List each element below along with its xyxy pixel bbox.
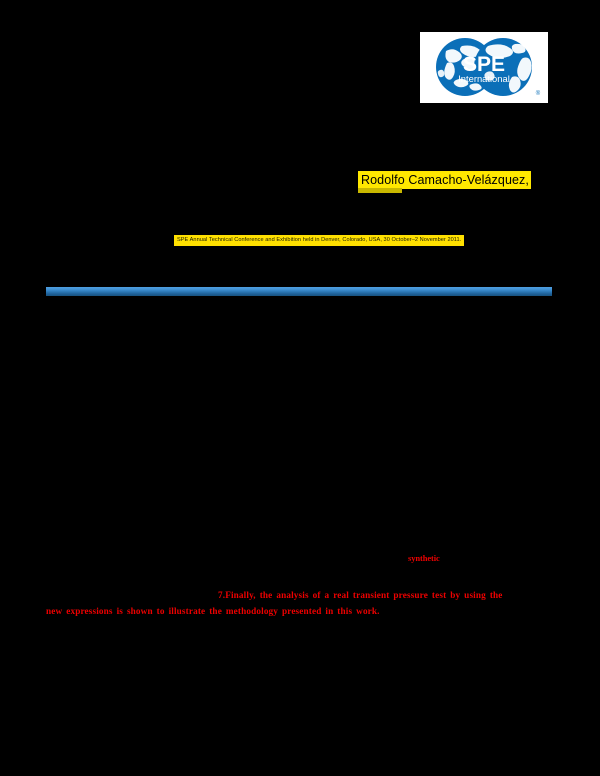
- highlighted-author-name[interactable]: Rodolfo Camacho-Velázquez,: [358, 171, 531, 189]
- section-divider-rule: [46, 287, 552, 296]
- spe-wordmark: SPE: [463, 53, 505, 76]
- international-wordmark: International: [458, 73, 510, 84]
- highlighted-conference-note[interactable]: SPE Annual Technical Conference and Exhi…: [174, 235, 465, 246]
- spe-logo-icon: SPE International ®: [420, 32, 548, 103]
- red-keyword-synthetic: synthetic: [408, 553, 440, 563]
- globe-right-icon: [474, 38, 532, 96]
- spe-international-logo: SPE International ®: [420, 32, 548, 103]
- red-conclusion-line-2: new expressions is shown to illustrate t…: [46, 606, 380, 616]
- red-conclusion-line-1: 7.Finally, the analysis of a real transi…: [218, 590, 503, 600]
- registered-trademark-icon: ®: [536, 90, 541, 97]
- highlight-partial-remnant: [358, 188, 402, 193]
